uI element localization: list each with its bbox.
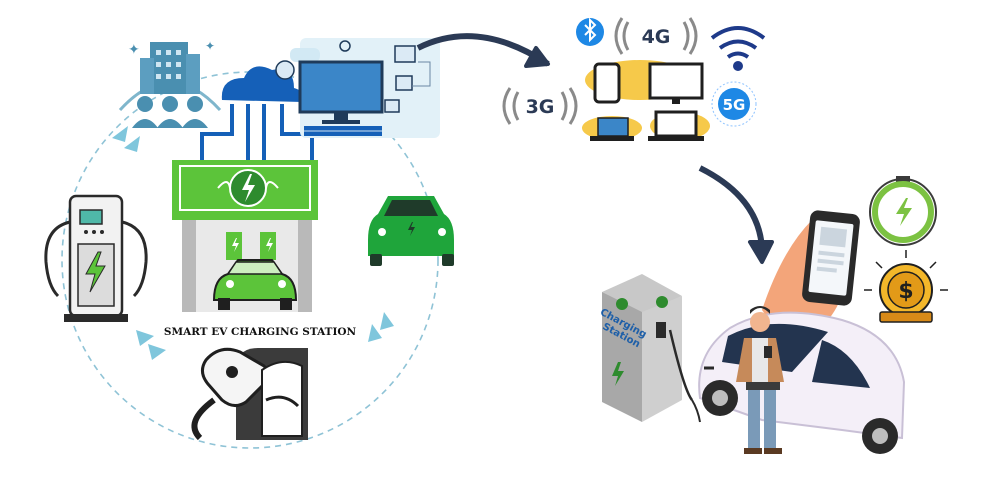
cycle-arrow-top (112, 126, 140, 152)
charger-icon (44, 194, 148, 322)
network-cluster: 4G 3G 5G (502, 17, 766, 141)
laptop-icon-right (648, 110, 704, 141)
charging-station (172, 160, 318, 312)
ev-car-icon (368, 196, 454, 266)
person-figure (736, 306, 784, 454)
coin-icon: $ (864, 250, 948, 323)
cycle-arrow-right (368, 312, 394, 342)
label-3g: 3G (526, 96, 555, 118)
monitor-icon (648, 62, 704, 104)
badge-3g: 3G (502, 87, 578, 125)
flow-arrow-network (416, 33, 550, 68)
computer-icon (275, 38, 440, 138)
building-users-icon: ✦ ✦ (118, 39, 222, 128)
svg-text:✦: ✦ (205, 39, 215, 53)
bluetooth-icon (576, 17, 604, 46)
white-car (691, 311, 906, 454)
stopwatch-icon (869, 176, 937, 246)
charging-kiosk: Charging Station (598, 274, 694, 422)
plug-icon (191, 347, 308, 441)
label-5g: 5G (723, 96, 746, 114)
wifi-icon (710, 26, 766, 71)
svg-text:✦: ✦ (128, 42, 140, 58)
laptop-icon-left (590, 117, 634, 141)
phone-icon (593, 62, 621, 104)
flow-arrow-station (698, 165, 774, 264)
badge-4g: 4G (614, 17, 698, 55)
label-4g: 4G (642, 26, 671, 48)
cycle-arrow-left (136, 330, 166, 360)
station-caption: SMART EV CHARGING STATION (164, 326, 357, 338)
svg-text:$: $ (898, 279, 913, 304)
cloud-connector-lines (200, 104, 314, 164)
badge-5g: 5G (711, 81, 757, 127)
